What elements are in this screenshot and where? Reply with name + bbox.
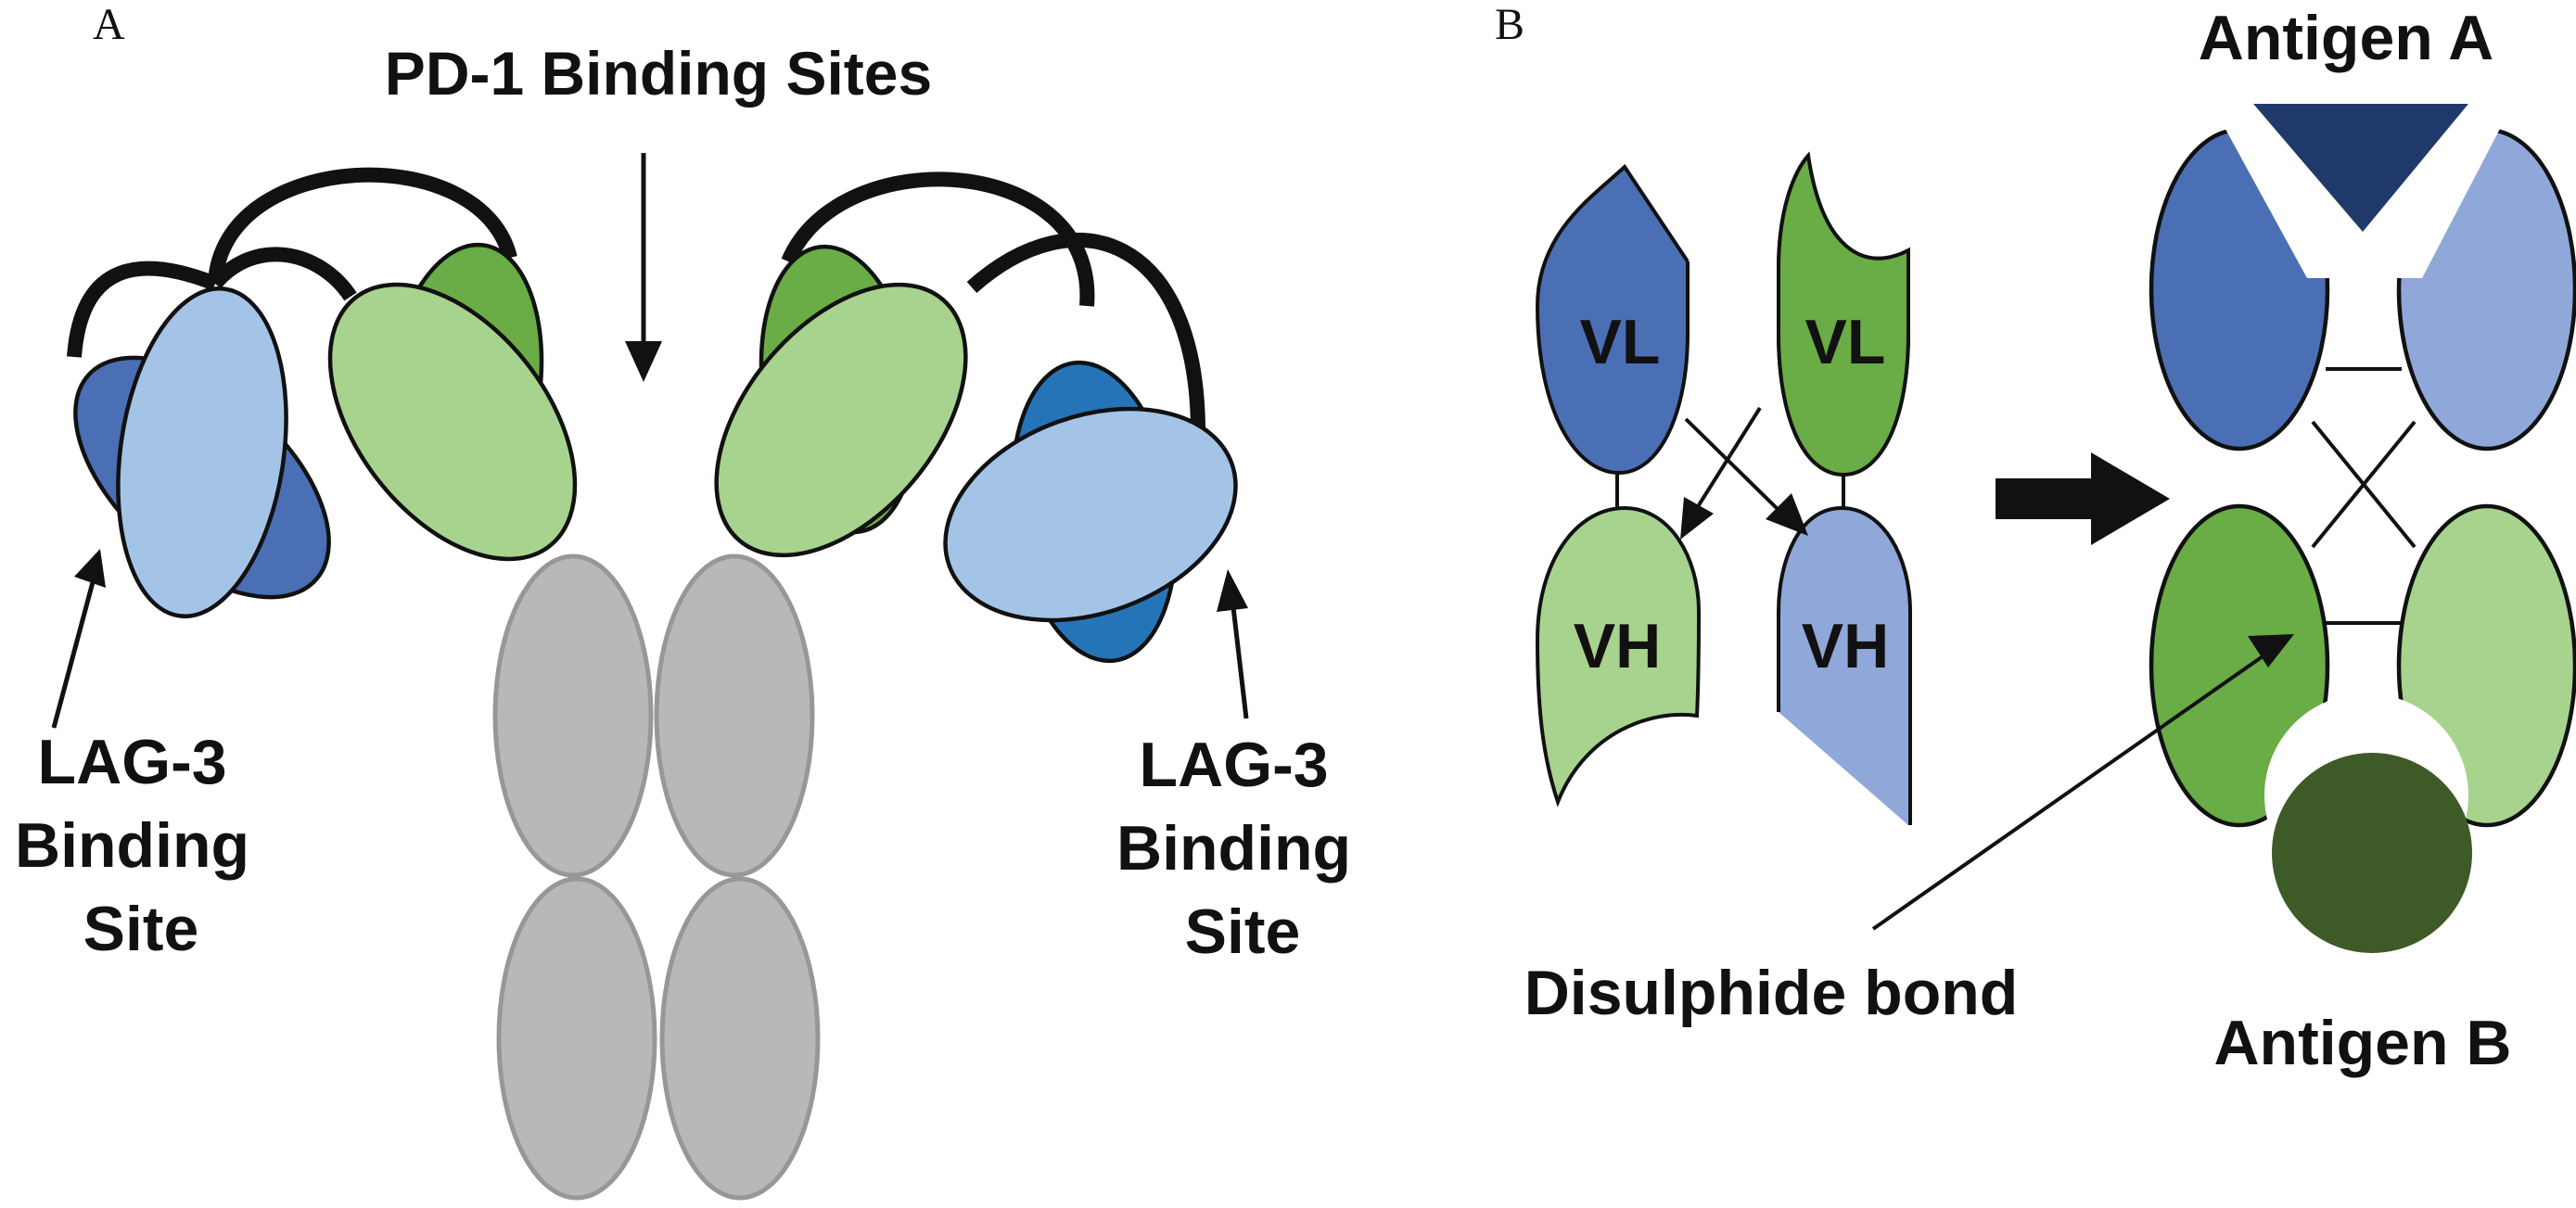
fc-domain: [654, 553, 815, 878]
fc-region: [492, 553, 821, 1201]
lag3-right-line: Binding: [1116, 813, 1351, 884]
lag3-right-label: LAG-3 Binding Site: [1116, 730, 1369, 967]
vl-left-label: VL: [1580, 307, 1661, 377]
disulphide-arrow: [1871, 634, 2294, 931]
vl-domain-right: VL: [1777, 151, 1910, 477]
antigen-a-shape: [2253, 104, 2468, 232]
lag3-left-label: LAG-3 Binding Site: [15, 727, 267, 964]
vl-right-label: VL: [1805, 307, 1886, 377]
domain-light-blue: [116, 286, 288, 618]
lag3-right-line: LAG-3: [1140, 730, 1329, 800]
domain-light-green: [714, 282, 968, 558]
panel-a-label: A: [93, 0, 125, 49]
fc-domain: [496, 876, 657, 1201]
diabody: [2149, 104, 2576, 953]
linker: [208, 167, 517, 284]
lag3-right-arrow: [1217, 569, 1249, 719]
vh-right-label: VH: [1802, 611, 1889, 681]
antigen-b-shape: [2272, 753, 2472, 953]
panel-a: A PD-1 Binding Sites: [15, 0, 1369, 1201]
fc-domain: [492, 553, 654, 878]
vh-left-label: VH: [1574, 611, 1661, 681]
crossing-arrows: [1680, 406, 1808, 540]
right-arm: [714, 172, 1238, 664]
left-arm: [67, 167, 578, 618]
linker: [209, 247, 357, 301]
bond-line: [2311, 420, 2417, 549]
vh-domain-left: VH: [1535, 505, 1702, 807]
lag3-left-arrow: [51, 549, 106, 729]
disulphide-bond-label: Disulphide bond: [1524, 958, 2019, 1028]
lag3-left-line: Site: [83, 894, 199, 964]
transform-arrow: [1996, 452, 2170, 545]
pd1-binding-sites-label: PD-1 Binding Sites: [385, 39, 932, 108]
domain-light-green: [327, 282, 578, 562]
linker: [67, 261, 218, 358]
antigen-b-label: Antigen B: [2213, 1008, 2511, 1078]
linker: [781, 172, 1095, 307]
linker: [966, 232, 1205, 429]
domain-light-blue: [943, 406, 1238, 623]
lag3-left-line: Binding: [15, 810, 249, 881]
panel-b: B VL VL VH VH: [1495, 0, 2576, 1078]
fc-domain: [659, 876, 821, 1201]
pd1-arrow: [625, 153, 662, 382]
vl-domain-left: VL: [1535, 163, 1690, 476]
lag3-right-line: Site: [1185, 896, 1301, 967]
lag3-left-line: LAG-3: [38, 727, 227, 797]
antigen-a-label: Antigen A: [2199, 3, 2494, 73]
panel-b-label: B: [1495, 0, 1524, 49]
vh-domain-right: VH: [1777, 505, 1912, 825]
